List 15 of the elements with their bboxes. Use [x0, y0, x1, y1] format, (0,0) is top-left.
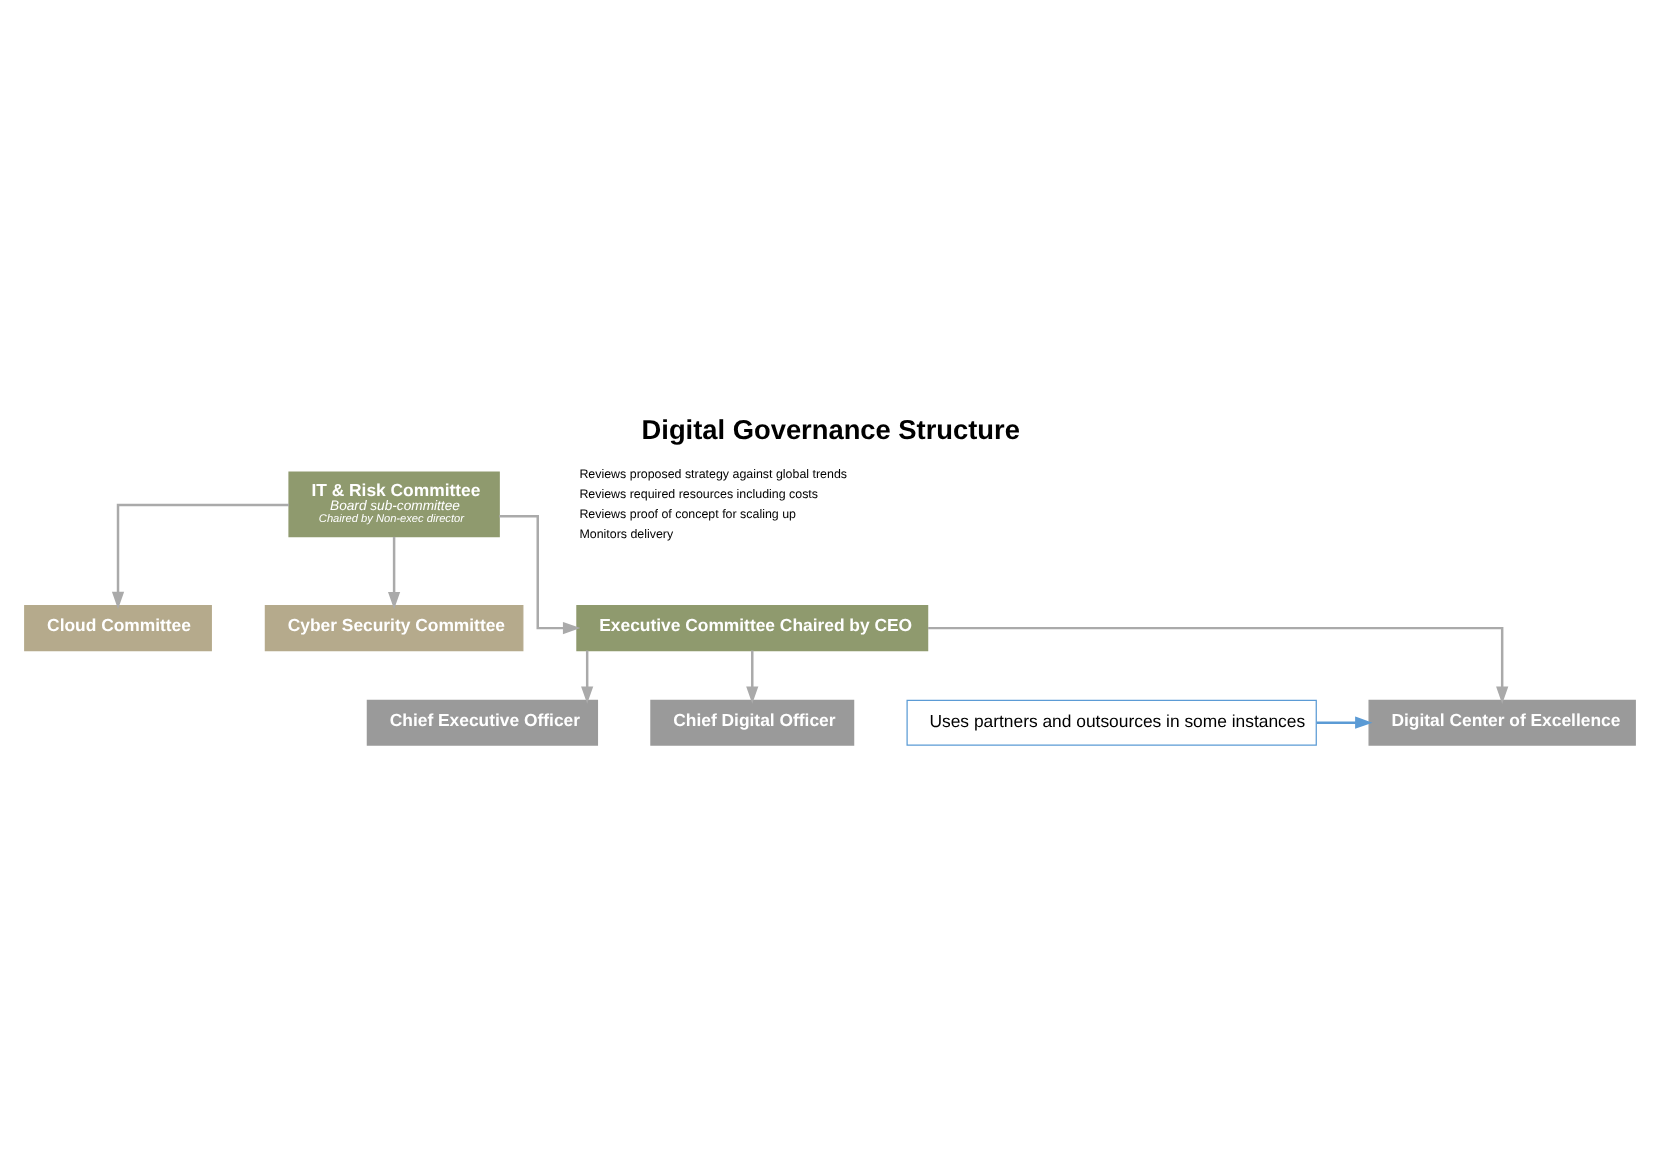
node-box: Digital Center of Excellence — [1368, 698, 1636, 745]
node-box: Chief Executive Officer — [366, 698, 599, 745]
node-box: Cyber Security Committee — [264, 604, 524, 651]
arrow — [746, 649, 759, 703]
node-box: Chief Digital Officer — [650, 698, 855, 745]
diagram-title: Digital Governance Structure — [641, 413, 1020, 444]
arrow — [111, 502, 289, 609]
arrow — [388, 535, 401, 609]
arrow — [1316, 715, 1373, 728]
node-box: Uses partners and outsources in some instances — [906, 698, 1317, 745]
node-box: Executive Committee Chaired by CEO — [576, 604, 929, 651]
node-box: Cloud Committee — [24, 604, 212, 651]
arrow — [928, 625, 1509, 703]
arrow — [581, 649, 594, 703]
arrow — [499, 513, 581, 634]
